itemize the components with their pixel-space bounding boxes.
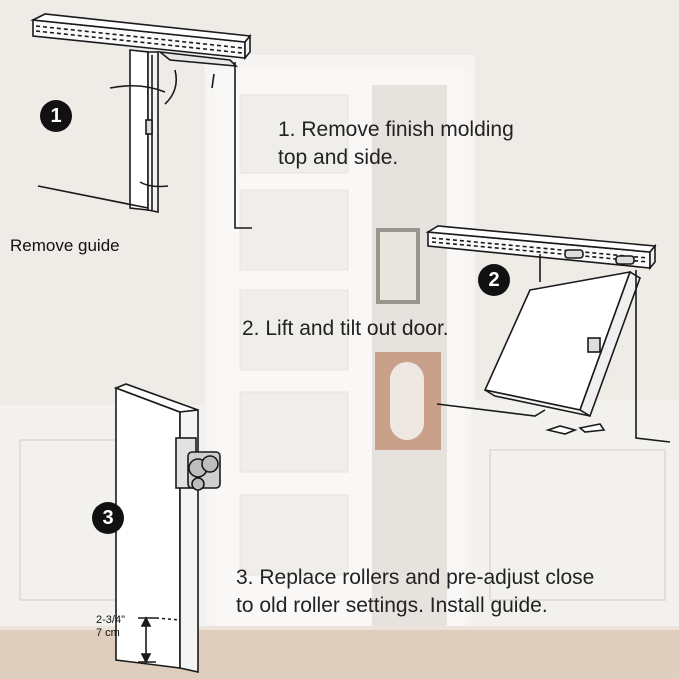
step1-text-line1: 1. Remove finish molding [278,118,514,141]
step1-text-line2: top and side. [278,146,399,169]
step3-illustration [113,383,221,673]
step3-instruction: 3. Replace rollers and pre-adjust close … [236,564,594,620]
step1-number: 1 [50,104,62,127]
step1-badge: 1 [40,100,72,132]
step3-text-line1: 3. Replace rollers and pre-adjust close [236,566,595,589]
dimension-label: 2-3/4" 7 cm [96,614,125,640]
dimension-imperial: 2-3/4" [96,614,125,626]
step3-number: 3 [102,506,114,529]
step3-text-line2: to old roller settings. Install guide. [236,594,548,617]
step2-text-line1: 2. Lift and tilt out door. [242,317,449,340]
step2-badge: 2 [478,264,510,296]
step2-instruction: 2. Lift and tilt out door. [242,315,449,343]
step1-illustration [30,13,252,229]
remove-guide-label: Remove guide [10,236,120,255]
step2-number: 2 [488,268,500,291]
step1-instruction: 1. Remove finish molding top and side. [278,116,514,172]
dimension-metric: 7 cm [96,627,120,639]
step3-badge: 3 [92,502,124,534]
step2-illustration [425,225,671,443]
